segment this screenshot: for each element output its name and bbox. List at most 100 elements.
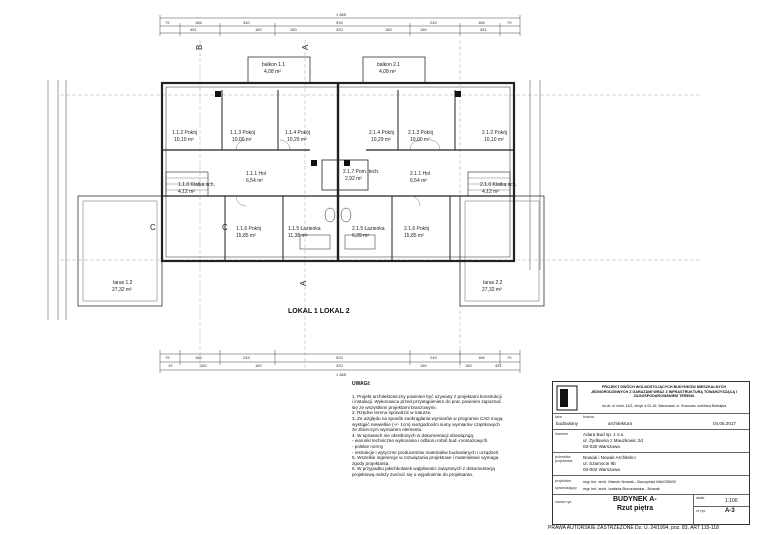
svg-text:10,29 m²: 10,29 m² xyxy=(371,137,391,143)
door-swings xyxy=(235,139,441,207)
notes-section: UWAGI: 1. Projekt architektoniczny powin… xyxy=(352,381,547,522)
svg-text:2.1.5 Łazienka: 2.1.5 Łazienka xyxy=(352,226,385,232)
project-title: PROJEKT DWÓCH WOLNOSTOJĄCYCH BUDYNKÓW MI… xyxy=(590,385,738,398)
axis-lines xyxy=(60,40,700,370)
svg-text:79: 79 xyxy=(507,20,512,25)
terrace-2-2-area: 27,32 m² xyxy=(482,287,502,293)
svg-text:2,92 m²: 2,92 m² xyxy=(345,176,362,182)
bottom-dims-row2: 19 160 160 320 160 160 451 xyxy=(168,363,502,368)
note-line: i instalacji. Wykonawca przed przystąpie… xyxy=(352,399,502,405)
axis-a-top: A xyxy=(301,44,310,50)
building-walls xyxy=(160,81,516,263)
terrace-right xyxy=(459,195,545,307)
top-dims-row1: 79 186 340 933 245 186 79 xyxy=(165,20,512,25)
date-value: 04.05.2017 xyxy=(713,421,736,426)
inwestor-line: ul. Żydłowna z Mauzkowic 2d xyxy=(583,438,643,443)
svg-text:186: 186 xyxy=(195,355,202,360)
svg-text:160: 160 xyxy=(420,27,427,32)
faza-key: faza xyxy=(555,415,562,419)
svg-text:10,00 m²: 10,00 m² xyxy=(410,137,430,143)
note-line: 1. Projekt architektoniczny powinien być… xyxy=(352,393,502,399)
axis-c-left: C xyxy=(150,223,156,232)
svg-text:1.1.0 Klatka sch.: 1.1.0 Klatka sch. xyxy=(178,182,215,188)
copyright-footer: PRAWA AUTORSKIE ZASTRZEŻONE Dz. U. 24/19… xyxy=(548,525,719,531)
drawing-subtitle: Rzut piętra xyxy=(617,505,654,512)
jednostka-line: Nowak i Nowak Architekci xyxy=(583,455,636,460)
projektant-key: projektant xyxy=(555,479,571,483)
svg-text:79: 79 xyxy=(507,355,512,360)
svg-text:186: 186 xyxy=(478,20,485,25)
sprawdzajacy-key: sprawdzający xyxy=(555,486,577,490)
svg-text:19: 19 xyxy=(168,363,173,368)
bottom-dimension-lines xyxy=(159,350,521,373)
svg-text:2.1.6 Pokój: 2.1.6 Pokój xyxy=(404,226,429,232)
svg-text:160: 160 xyxy=(465,363,472,368)
svg-text:4,12 m²: 4,12 m² xyxy=(482,189,499,195)
note-line: wystąpić niewielkie (+/- 1cm) niezgodnoś… xyxy=(352,421,500,427)
jednostka-key: jednostka projektowa xyxy=(555,455,573,463)
room-labels: 1.1.2 Pokój 10,10 m² 1.1.3 Pokój 10,00 m… xyxy=(172,130,517,239)
svg-text:6,39 m²: 6,39 m² xyxy=(352,233,369,239)
left-dimension-lines xyxy=(47,80,67,320)
balcony-2-1-name: balkon 2.1 xyxy=(377,62,400,68)
svg-text:245: 245 xyxy=(243,355,250,360)
svg-text:10,10 m²: 10,10 m² xyxy=(174,137,194,143)
note-line: się ze wszystkimi projektami branżowymi. xyxy=(352,404,437,410)
branza-value: architektura xyxy=(608,421,633,426)
nr-key: nr rys. xyxy=(696,509,706,513)
svg-text:320: 320 xyxy=(336,27,343,32)
svg-text:10,00 m²: 10,00 m² xyxy=(232,137,252,143)
balcony-2-1-area: 4,08 m² xyxy=(379,69,396,75)
note-line: 2. Rzędne terenu sprawdzić w naturze. xyxy=(352,410,432,416)
top-dims-row2: 451 160 160 320 160 160 451 xyxy=(190,27,487,32)
note-line: 6. W przypadku jakichkolwiek wątpliwości… xyxy=(352,466,495,472)
top-total-dim: 1 865 xyxy=(336,12,347,17)
svg-text:6,54 m²: 6,54 m² xyxy=(410,178,427,184)
svg-text:160: 160 xyxy=(385,27,392,32)
svg-text:245: 245 xyxy=(430,20,437,25)
svg-text:2.1.0 Klatka sch.: 2.1.0 Klatka sch. xyxy=(480,182,517,188)
architect-logo-icon xyxy=(556,385,578,411)
inwestor-key: inwestor xyxy=(555,432,569,436)
floor-plan: 1 865 79 186 340 933 245 186 79 451 160 … xyxy=(47,12,700,377)
svg-text:451: 451 xyxy=(480,27,487,32)
balcony-1-1-name: balkon 1.1 xyxy=(262,62,285,68)
svg-text:160: 160 xyxy=(200,363,207,368)
svg-text:1.1.6 Pokój: 1.1.6 Pokój xyxy=(236,226,261,232)
sprawdzajacy-value: mgr inż. arch. Izabela Brzozowska - Nowa… xyxy=(583,486,660,491)
note-line: ze zbiorczym wymiarem elementu. xyxy=(352,427,423,433)
branza-key: branża xyxy=(583,415,594,419)
svg-text:2.1.2 Pokój: 2.1.2 Pokój xyxy=(482,130,507,136)
svg-text:11,38 m²: 11,38 m² xyxy=(288,233,308,239)
svg-text:320: 320 xyxy=(336,363,343,368)
svg-text:340: 340 xyxy=(243,20,250,25)
skala-key: skala xyxy=(696,496,705,500)
note-line: 4. W sprawach nie określonych w dokument… xyxy=(352,432,475,438)
svg-text:933: 933 xyxy=(336,355,343,360)
svg-text:2.1.7 Pom. tech.: 2.1.7 Pom. tech. xyxy=(343,169,379,175)
terrace-1-2-area: 27,32 m² xyxy=(112,287,132,293)
projektant-value: mgr inż. arch. Marcin Nowak - Buczyński … xyxy=(583,479,676,484)
svg-text:10,29 m²: 10,29 m² xyxy=(287,137,307,143)
project-location: na dz. nr ewid. 14/3, obręb 4-02-16, War… xyxy=(601,404,727,408)
nazwa-key: nazwa rys. xyxy=(555,500,573,504)
svg-text:2.1.3 Pokój: 2.1.3 Pokój xyxy=(408,130,433,136)
drawing-number: A-3 xyxy=(725,508,735,514)
note-line: - polskie normy xyxy=(352,443,384,449)
svg-text:1.1.5 Łazienka: 1.1.5 Łazienka xyxy=(288,226,321,232)
right-dimension-lines xyxy=(529,80,541,270)
svg-text:160: 160 xyxy=(290,27,297,32)
axis-b-top: B xyxy=(195,45,204,50)
svg-text:451: 451 xyxy=(495,363,502,368)
svg-text:2.1.4 Pokój: 2.1.4 Pokój xyxy=(369,130,394,136)
bottom-total-dim: 1 865 xyxy=(336,372,347,377)
bottom-dims-row1: 79 186 245 933 245 186 79 xyxy=(165,355,512,360)
note-line: 3. Ze względu na sposób zaokrąglania wym… xyxy=(352,415,503,421)
terrace-1-2-name: taras 1.2 xyxy=(113,280,133,286)
jednostka-line: ul. Szamocin 9b xyxy=(583,461,616,466)
svg-text:4,12 m²: 4,12 m² xyxy=(178,189,195,195)
svg-text:160: 160 xyxy=(420,363,427,368)
svg-text:1.1.1 Hol: 1.1.1 Hol xyxy=(246,171,266,177)
top-dimension-lines xyxy=(159,15,521,36)
svg-text:6,54 m²: 6,54 m² xyxy=(246,178,263,184)
